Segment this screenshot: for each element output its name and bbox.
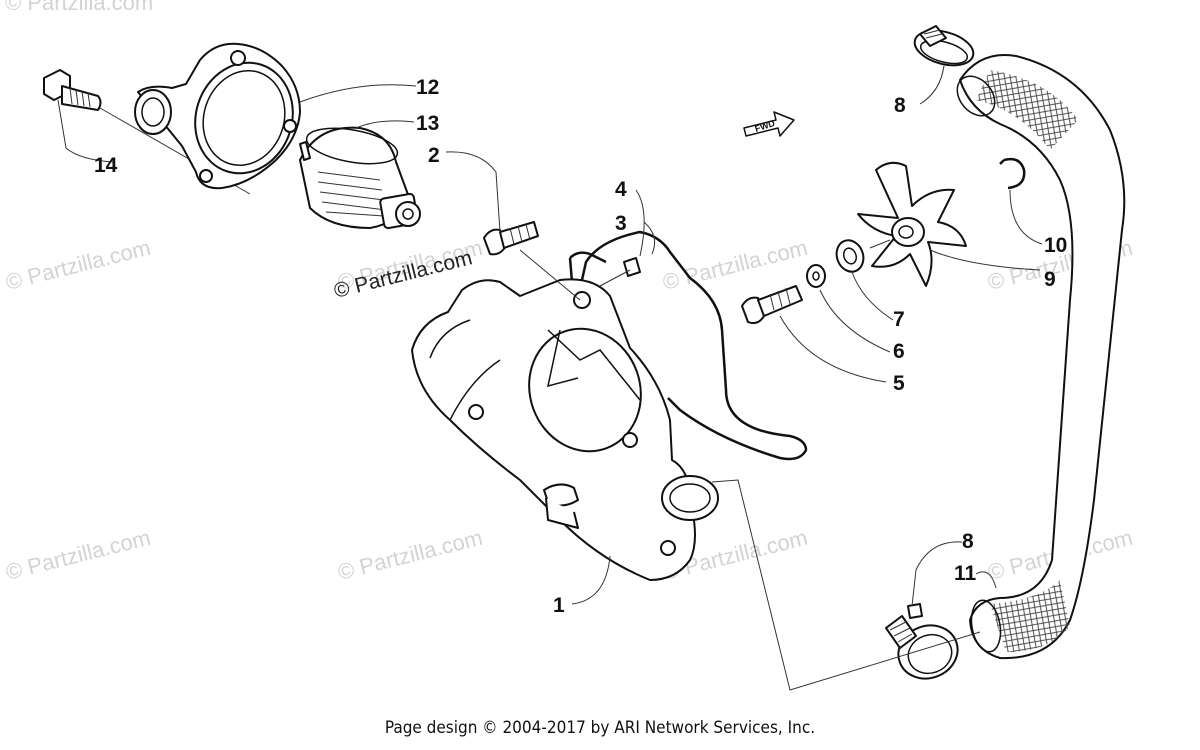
callout-1: 1 [553, 594, 565, 617]
callout-5: 5 [893, 372, 905, 395]
leader-lines [57, 65, 1043, 691]
callout-labels: 12 13 2 14 4 3 8 10 9 7 6 5 8 11 1 [94, 76, 1067, 617]
part-11-coolant-hose[interactable] [950, 54, 1126, 660]
part-2-bolt[interactable] [483, 221, 539, 256]
part-5-bolt[interactable] [741, 285, 803, 325]
callout-11: 11 [954, 562, 977, 585]
part-13-thermostat[interactable] [299, 122, 421, 230]
callout-14: 14 [94, 154, 118, 177]
part-3-gasket[interactable] [568, 230, 808, 461]
callout-8-top: 8 [894, 94, 906, 117]
watermark-text: © Partzilla.com [335, 525, 485, 585]
callout-3: 3 [615, 212, 627, 235]
callout-8-bottom: 8 [962, 530, 974, 553]
part-1-water-pump-housing[interactable] [411, 249, 719, 581]
callout-2: 2 [428, 144, 440, 167]
fwd-arrow-icon: FWD [743, 111, 795, 137]
part-4-dowel-pin[interactable] [623, 257, 641, 277]
watermark-text: © Partzilla.com [3, 235, 153, 295]
callout-7: 7 [893, 308, 905, 331]
part-8-hose-clamp-bottom[interactable] [885, 603, 965, 687]
callout-6: 6 [893, 340, 905, 363]
callout-13: 13 [416, 112, 439, 135]
part-9-impeller[interactable] [857, 161, 967, 287]
part-14-bolt[interactable] [43, 69, 251, 195]
callout-9: 9 [1044, 268, 1056, 291]
watermark-text: © Partzilla.com [3, 525, 153, 585]
watermark-text: © Partzilla.com [5, 0, 153, 15]
part-8-hose-clamp-top[interactable] [911, 25, 977, 71]
callout-10: 10 [1044, 234, 1067, 257]
part-12-thermostat-housing[interactable] [134, 42, 307, 190]
part-10-snap-ring[interactable] [999, 157, 1026, 190]
callout-4: 4 [615, 178, 627, 201]
part-7-seal[interactable] [832, 237, 867, 276]
part-6-washer[interactable] [806, 264, 826, 288]
watermark-text: © Partzilla.com [660, 235, 810, 295]
callout-12: 12 [416, 76, 439, 99]
footer-copyright: Page design © 2004-2017 by ARI Network S… [384, 718, 816, 738]
